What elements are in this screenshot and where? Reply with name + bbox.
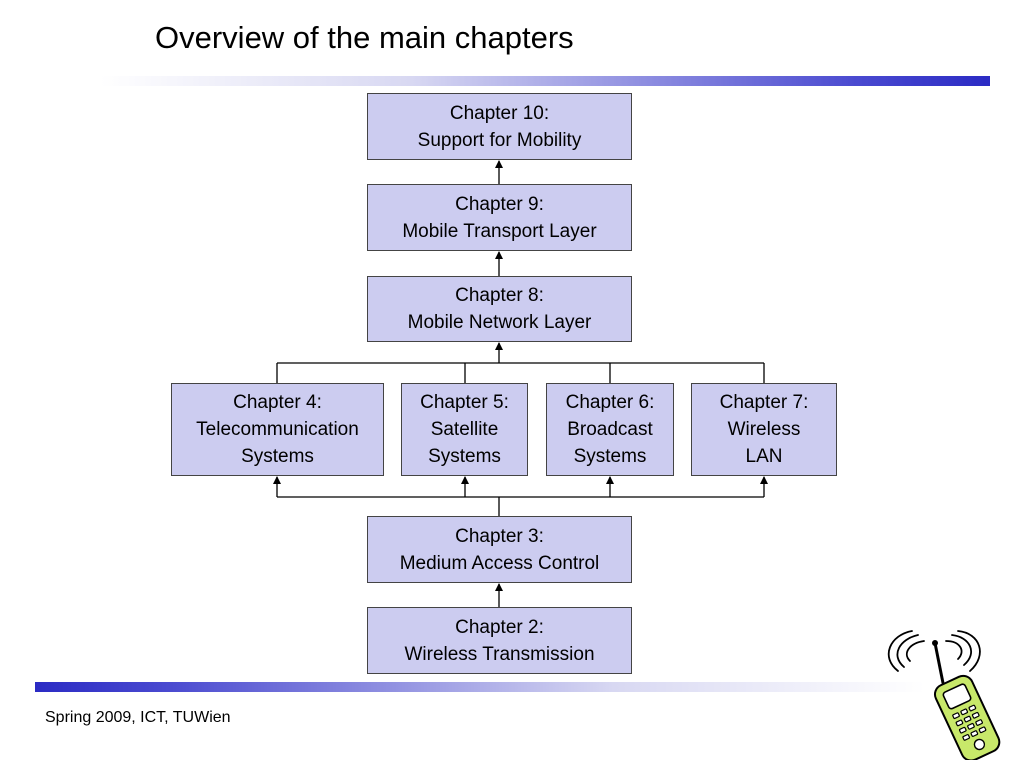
chapter-4-line2: Systems: [241, 446, 314, 467]
chapter-10-box: Chapter 10: Support for Mobility: [367, 93, 632, 160]
chapter-10-name: Support for Mobility: [417, 129, 582, 151]
chapter-6-heading: Chapter 6:: [565, 392, 655, 413]
chapter-8-box: Chapter 8: Mobile Network Layer: [367, 276, 632, 342]
chapter-5-line1: Satellite: [430, 419, 499, 440]
chapter-2-heading: Chapter 2:: [455, 616, 544, 638]
chapter-4-line1: Telecommunication: [196, 419, 359, 440]
chapter-8-name: Mobile Network Layer: [407, 312, 592, 333]
chapter-2-name: Wireless Transmission: [404, 643, 595, 665]
chapter-9-box: Chapter 9: Mobile Transport Layer: [367, 184, 632, 251]
chapter-9-name: Mobile Transport Layer: [402, 220, 597, 242]
chapter-8-heading: Chapter 8:: [455, 285, 544, 306]
mobile-phone-icon: [887, 630, 1001, 760]
chapter-6-line2: Systems: [573, 446, 647, 467]
chapter-5-line2: Systems: [428, 446, 501, 467]
chapter-7-box: Chapter 7: Wireless LAN: [691, 383, 837, 476]
chapter-5-heading: Chapter 5:: [420, 392, 509, 413]
chapter-9-heading: Chapter 9:: [455, 193, 544, 215]
bottom-gradient-bar: [35, 682, 925, 692]
slide-footer: Spring 2009, ICT, TUWien: [45, 709, 231, 726]
top-gradient-bar: [100, 76, 990, 86]
chapter-10-heading: Chapter 10:: [449, 102, 550, 124]
chapter-3-heading: Chapter 3:: [455, 525, 544, 547]
chapter-7-line2: LAN: [745, 446, 783, 467]
chapter-3-name: Medium Access Control: [399, 552, 600, 574]
chapter-7-line1: Wireless: [727, 419, 801, 440]
chapter-4-heading: Chapter 4:: [233, 392, 322, 413]
chapter-6-line1: Broadcast: [567, 419, 653, 440]
chapter-3-box: Chapter 3: Medium Access Control: [367, 516, 632, 583]
chapter-2-box: Chapter 2: Wireless Transmission: [367, 607, 632, 674]
chapter-6-box: Chapter 6: Broadcast Systems: [546, 383, 674, 476]
slide-title: Overview of the main chapters: [155, 20, 574, 55]
chapter-5-box: Chapter 5: Satellite Systems: [401, 383, 528, 476]
chapter-7-heading: Chapter 7:: [719, 392, 809, 413]
chapter-4-box: Chapter 4: Telecommunication Systems: [171, 383, 384, 476]
